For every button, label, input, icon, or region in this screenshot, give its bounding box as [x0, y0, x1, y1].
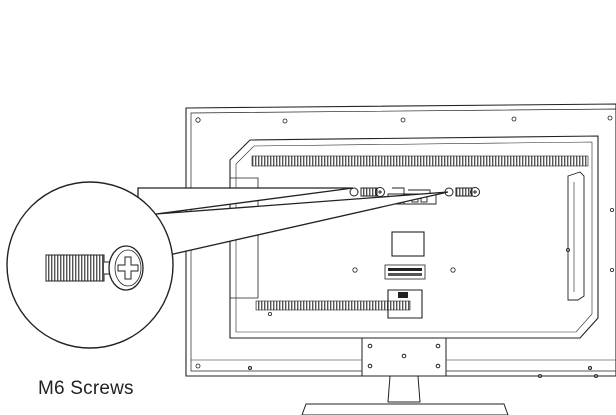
phillips-head-icon [117, 256, 139, 280]
callout-pointer [137, 187, 449, 263]
barcode-plate [384, 264, 426, 280]
screw-hole-left [349, 187, 385, 197]
m6-screw-holes [349, 187, 480, 197]
screw-hole-right [444, 187, 480, 197]
stand-neck [387, 375, 421, 403]
tv-outer-frame [185, 103, 616, 377]
m6-screw-magnified [45, 245, 144, 291]
bottom-vent-grille [255, 300, 411, 311]
tv-back-cover [229, 135, 599, 339]
stand-mount-plate [361, 337, 447, 377]
label-plate [391, 231, 425, 257]
back-cover-screw-holes [195, 115, 615, 378]
stand-base [301, 403, 509, 415]
side-connector-strip [567, 171, 585, 301]
tv-stand [301, 337, 509, 415]
top-vent-grille [251, 155, 589, 167]
tv-back-panel [185, 103, 616, 378]
screw-callout [6, 181, 449, 349]
screws-caption: M6 Screws [38, 378, 134, 399]
stand-neck-bracket [387, 289, 423, 319]
